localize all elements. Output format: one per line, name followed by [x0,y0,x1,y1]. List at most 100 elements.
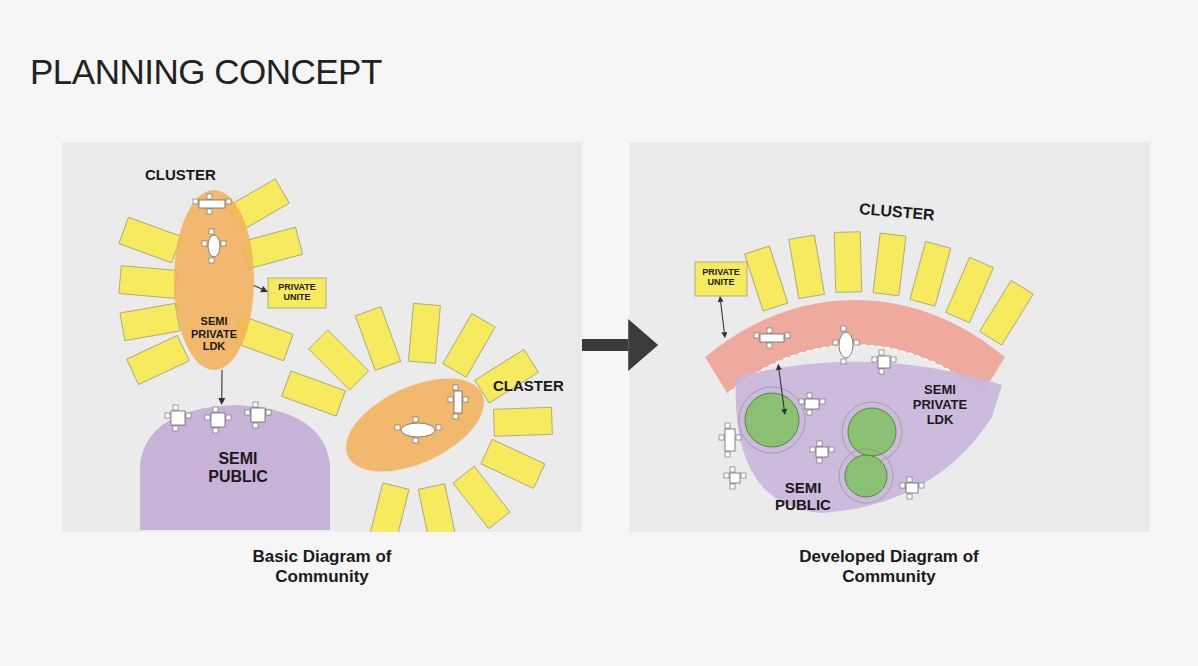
chair [209,229,214,234]
table [454,391,462,413]
table [760,334,784,342]
zone-outline [140,405,330,530]
zone-outline [736,362,1002,513]
table [878,356,890,368]
tree [845,455,887,497]
table-with-chairs [900,477,924,499]
chair [833,340,838,345]
table [199,200,225,208]
chair [724,473,729,478]
private-unit-block [443,313,495,377]
arrowhead [721,332,727,338]
table [730,473,740,483]
tree [745,393,799,447]
chair [226,415,231,420]
chair [725,423,730,428]
cluster-label: CLUSTER [145,166,216,183]
private-unit-block [408,303,440,363]
chair [253,402,258,407]
chair [207,194,212,199]
private-unit-block [453,466,510,528]
zone-outline [174,190,254,370]
chair [221,241,226,246]
private-unit-block [119,217,181,262]
tree [848,408,896,456]
chair [213,407,218,412]
private-unit-block [789,235,825,299]
tree-canopy-ring [839,449,893,503]
semi-public-zone: SEMI PUBLIC [140,405,330,530]
semi-private-zone: SEMI PRIVATE LDK [174,190,254,370]
chair [193,199,198,204]
connector-line [254,285,262,289]
unit-outline [268,278,326,308]
table-with-chairs [754,328,790,348]
diagram-panel: Basic Diagram of CommunitySEMI PRIVATE L… [62,142,582,595]
cluster-label: CLASTER [493,377,564,394]
chair [209,258,214,263]
chair [907,494,912,499]
table-with-chairs [872,350,896,374]
connector-arrow [718,296,728,338]
table-with-chairs [193,194,231,214]
chair [767,343,772,348]
table-with-chairs [719,423,741,457]
private-unit-block [873,233,906,296]
chair [767,328,772,333]
private-unit-block [309,330,369,390]
chair [413,438,418,443]
chair [730,467,735,472]
chair [736,435,741,440]
chair [213,428,218,433]
private-unit-block [745,246,788,311]
chair [253,423,258,428]
chair [173,426,178,431]
private-unit: PRIVATE UNITE [268,278,326,308]
chair [841,359,846,364]
private-unit-block [946,257,994,322]
arrowhead [718,296,724,302]
panel-ground [629,142,1150,532]
chair [730,484,735,489]
chair [807,393,812,398]
private-unit-label: PRIVATE UNITE [696,267,746,288]
chair [817,441,822,446]
chair [829,447,834,452]
connector-line [779,370,784,409]
chair [226,199,231,204]
chair [872,357,877,362]
chair [395,425,400,430]
unit-outline [695,262,747,296]
private-unit-block [481,439,545,488]
semi-private-zone-label: SEMI PRIVATE LDK [182,315,246,353]
table-with-chairs [202,229,226,263]
table [251,408,265,422]
chair [205,415,210,420]
table [805,399,819,409]
chair [202,241,207,246]
semi-public-zone-label: SEMI PUBLIC [765,479,841,514]
table [401,423,435,437]
table-with-chairs [799,393,825,415]
chair [799,399,804,404]
tree-canopy-ring [739,387,805,453]
table-with-chairs [165,405,191,431]
table [208,235,220,257]
chair [436,425,441,430]
chair [820,399,825,404]
panel-ground [62,142,582,532]
connector-arrow [218,370,225,405]
chair [266,410,271,415]
chair [453,385,458,390]
private-unit-block [120,303,180,340]
chair [453,414,458,419]
private-unit-block [127,335,190,384]
table-with-chairs [205,407,231,433]
chair [907,477,912,482]
table-with-chairs [833,326,859,364]
chair [900,483,905,488]
chair [719,435,724,440]
arrowhead [628,319,658,371]
connector-arrow [582,319,658,371]
